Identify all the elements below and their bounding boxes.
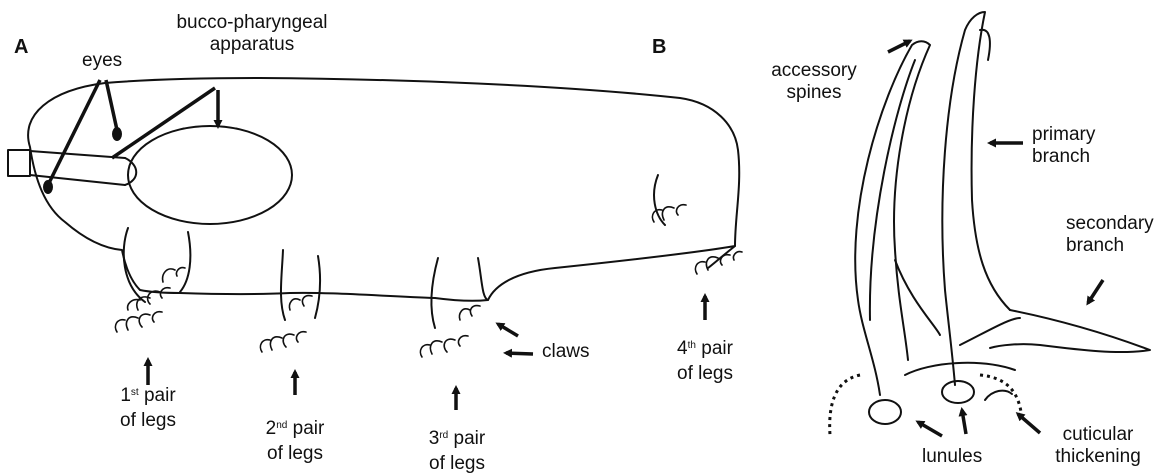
claws-arrow (498, 324, 518, 336)
mouth-tube (8, 150, 30, 176)
bucco-pointer (112, 88, 215, 158)
bucco-line-2: apparatus (162, 34, 342, 56)
panel-label-a: A (14, 36, 28, 58)
pointer-lines (48, 80, 215, 185)
accessory-line-1: accessory (754, 60, 874, 82)
panel-label-b: B (652, 36, 666, 58)
leg-2 (281, 250, 320, 320)
secondary-branch (990, 310, 1150, 352)
cuticular-line-1: cuticular (1038, 424, 1158, 446)
arrows (148, 41, 1103, 436)
leg-pair-2-line-2: of legs (252, 443, 338, 465)
leg-pair-1-label: 1st pair of legs (108, 385, 188, 432)
lunule-right (942, 381, 974, 403)
accessory-arrow (888, 41, 910, 52)
secondary-line-2: branch (1066, 235, 1154, 257)
leg-pair-4-line-1: 4th pair (662, 338, 748, 363)
lunules-label: lunules (922, 446, 982, 468)
primary-branch (942, 12, 1010, 385)
tardigrade-body (8, 78, 739, 328)
secondary-line-1: secondary (1066, 213, 1154, 235)
cuticular-thickening (985, 391, 1012, 400)
pharyngeal-bulb (128, 126, 292, 224)
eyes-pointer (48, 80, 100, 185)
body-outline (28, 78, 739, 301)
accessory-spines-label: accessory spines (754, 60, 874, 104)
leg-pair-1-line-1: 1st pair (108, 385, 188, 410)
claws-arrow (506, 353, 533, 354)
leg-pair-3-label: 3rd pair of legs (414, 428, 500, 475)
leg-4 (654, 175, 735, 268)
cuticular-arrow (1018, 414, 1040, 433)
leg-pair-1-line-2: of legs (108, 410, 188, 432)
primary-line-2: branch (1032, 146, 1095, 168)
leg-pair-2-label: 2nd pair of legs (252, 418, 338, 465)
leg-pair-4-label: 4th pair of legs (662, 338, 748, 385)
bucco-pharyngeal-label: bucco-pharyngeal apparatus (162, 12, 342, 56)
cuticular-line-2: thickening (1038, 446, 1158, 468)
claws-label: claws (542, 341, 590, 363)
secondary-arrow (1088, 280, 1103, 303)
leg-pair-2-line-1: 2nd pair (252, 418, 338, 443)
eyes-pointer (106, 80, 117, 130)
eyes-label: eyes (82, 50, 122, 72)
cuticular-thickening-label: cuticular thickening (1038, 424, 1158, 468)
bucco-line-1: bucco-pharyngeal (162, 12, 342, 34)
leg-pair-3-line-1: 3rd pair (414, 428, 500, 453)
claws-group (115, 205, 742, 357)
leg-pair-4-line-2: of legs (662, 363, 748, 385)
primary-branch-label: primary branch (1032, 124, 1095, 168)
primary-line-1: primary (1032, 124, 1095, 146)
lunule-left (869, 400, 901, 424)
lunules-arrow (918, 422, 942, 436)
accessory-line-2: spines (754, 82, 874, 104)
lunules-arrow (962, 410, 966, 434)
secondary-branch-label: secondary branch (1066, 213, 1154, 257)
